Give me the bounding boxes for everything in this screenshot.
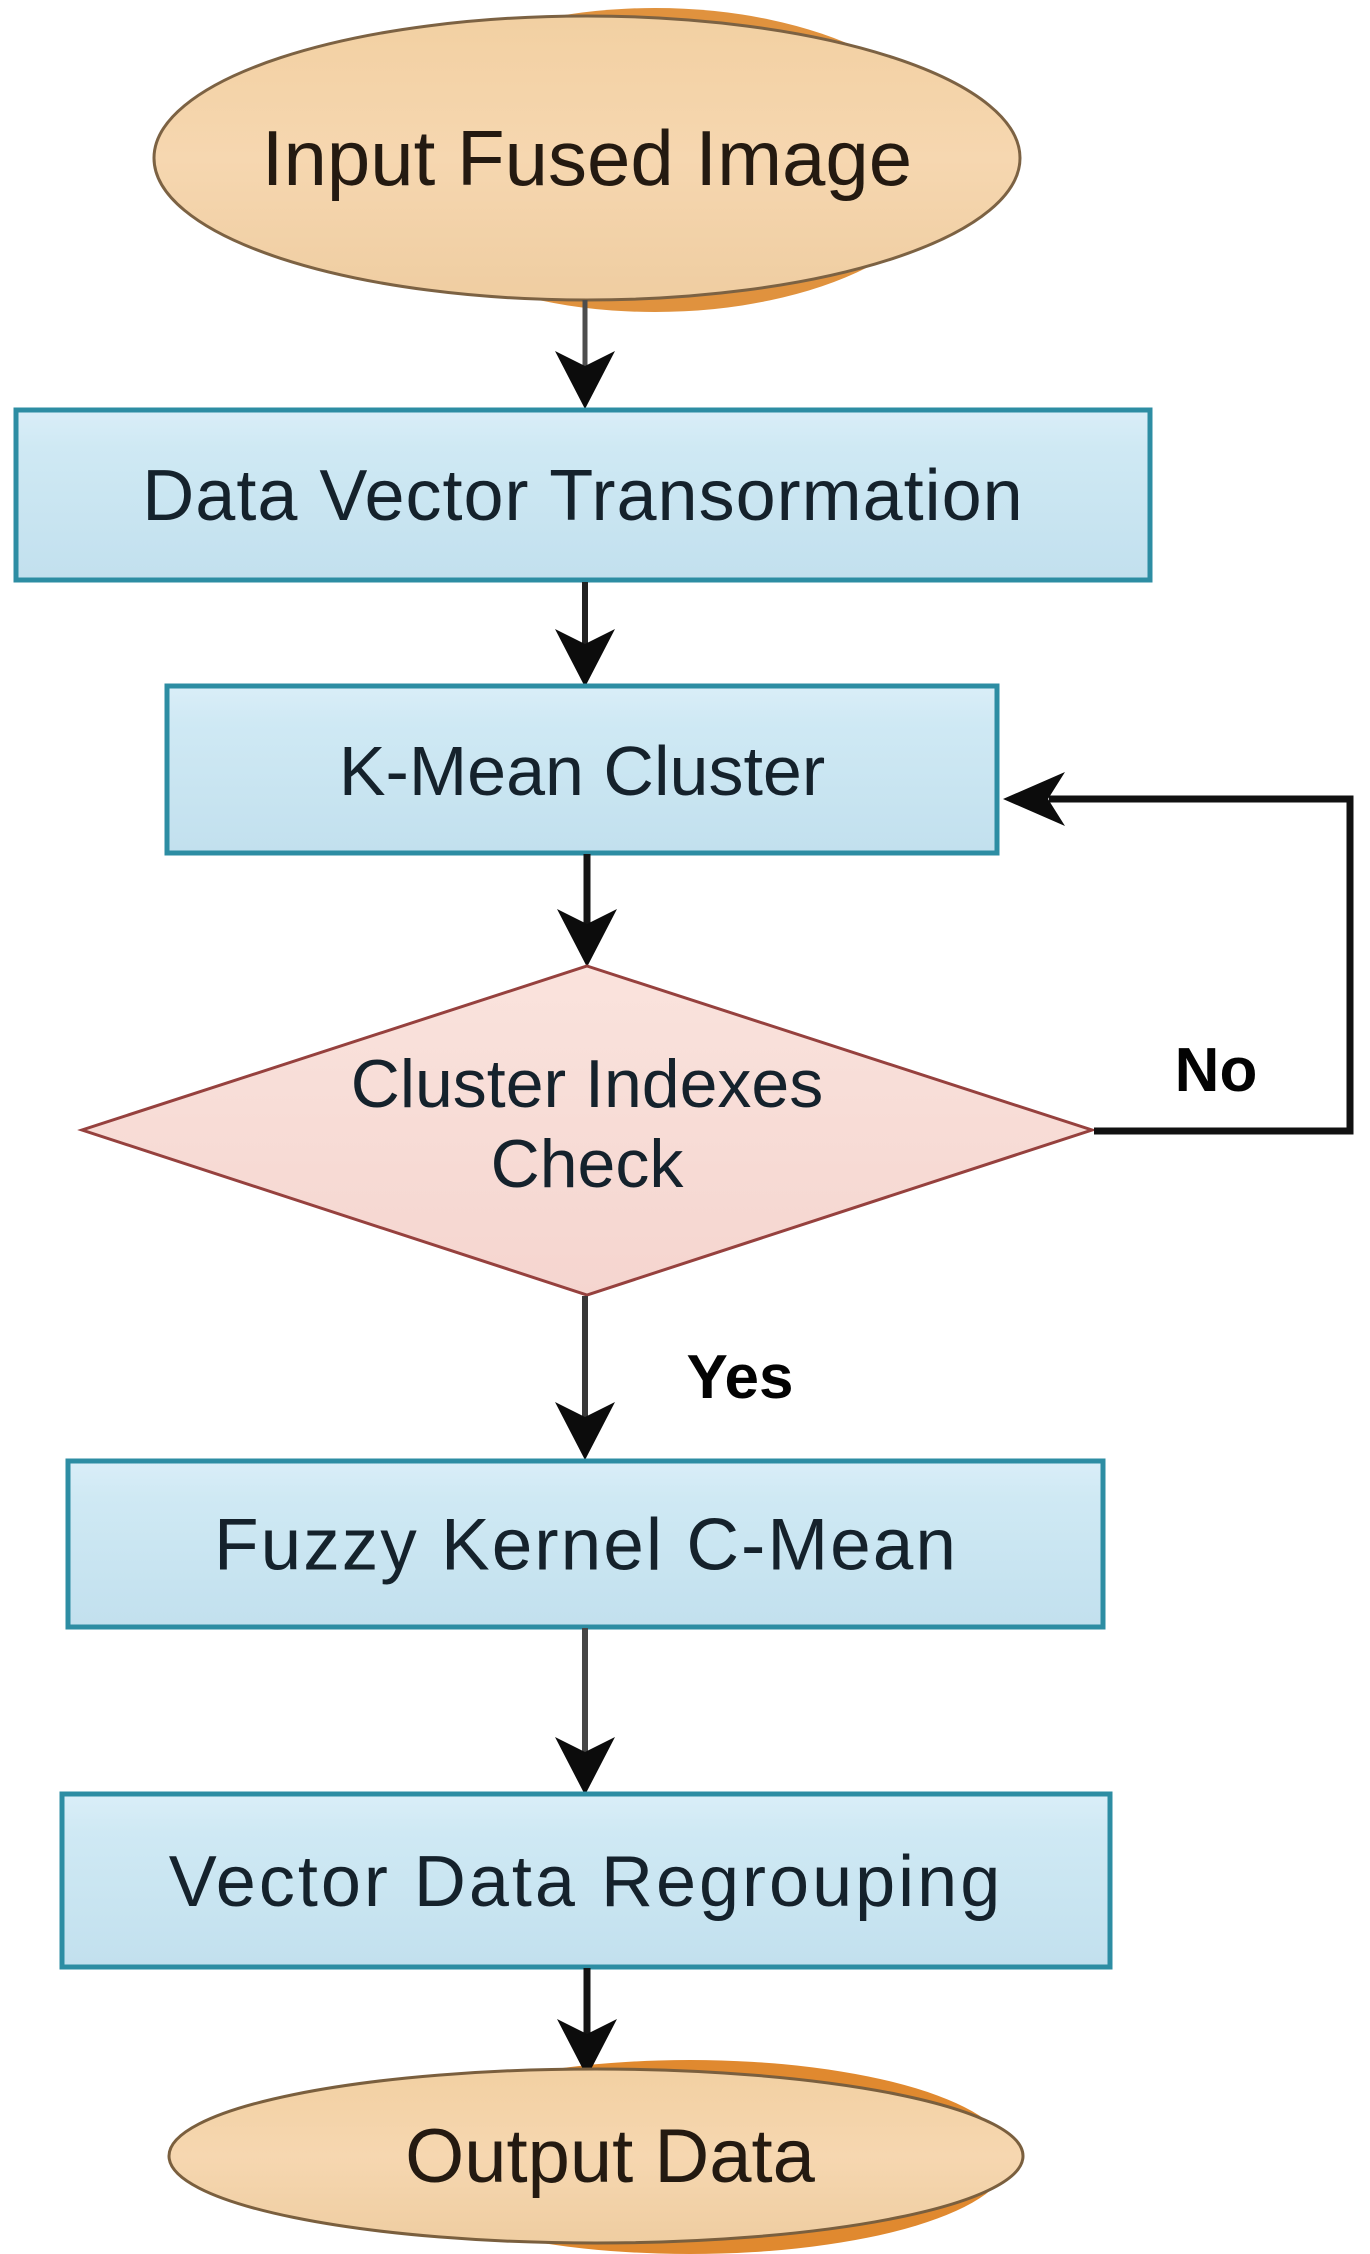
- node-fuzzy-process: [65, 1458, 1106, 1630]
- no-edge-label: No: [1174, 1036, 1258, 1105]
- no-feedback-arrowhead: [1003, 772, 1065, 826]
- node-kmean-process: [164, 683, 1000, 856]
- node-output-label: Output Data: [405, 2114, 815, 2199]
- node-check-decision: [77, 964, 1097, 1297]
- node-input-label: Input Fused Image: [261, 114, 913, 202]
- node-kmean-label: K-Mean Cluster: [338, 732, 826, 810]
- arrow-kmean-to-check-head: [557, 909, 617, 967]
- node-check-label-line1: Cluster Indexes: [350, 1046, 824, 1122]
- no-feedback-line: [1049, 795, 1354, 1135]
- node-check-label-line2: Check: [490, 1126, 684, 1202]
- node-fuzzy-label: Fuzzy Kernel C-Mean: [214, 1504, 958, 1586]
- arrow-transform-to-kmean-head: [555, 629, 615, 687]
- node-regroup-label: Vector Data Regrouping: [168, 1842, 1004, 1922]
- arrow-check-to-fuzzy-head: [555, 1402, 615, 1460]
- yes-edge-label: Yes: [686, 1343, 794, 1412]
- arrow-regroup-to-output-head: [557, 2019, 617, 2077]
- node-regroup-process: [59, 1791, 1113, 1970]
- node-transform-process: [13, 407, 1153, 583]
- arrow-fuzzy-to-regroup-head: [555, 1737, 615, 1795]
- node-output-terminator: [167, 2067, 1025, 2245]
- arrow-input-to-transform-head: [555, 351, 615, 409]
- node-transform-label: Data Vector Transormation: [142, 456, 1024, 536]
